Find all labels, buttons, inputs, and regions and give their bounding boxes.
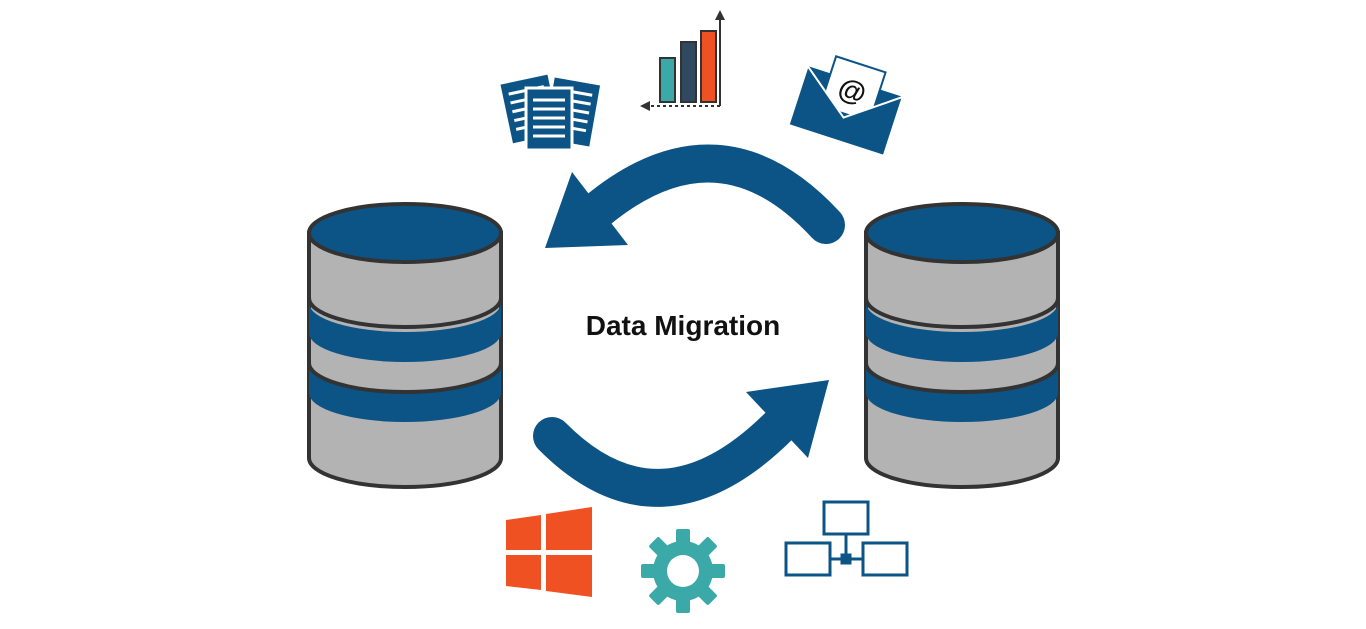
gear-icon (641, 529, 725, 613)
documents-icon (498, 72, 603, 152)
target-database-icon (864, 202, 1060, 489)
arrow-to-source-icon (545, 144, 845, 248)
network-diagram-icon (784, 500, 909, 577)
diagram-title: Data Migration (585, 310, 781, 341)
source-database-icon (307, 202, 503, 489)
bar-chart-icon (640, 10, 725, 111)
arrow-to-target-icon (533, 380, 829, 507)
email-icon: @ (787, 55, 905, 158)
windows-logo-icon (506, 507, 592, 597)
